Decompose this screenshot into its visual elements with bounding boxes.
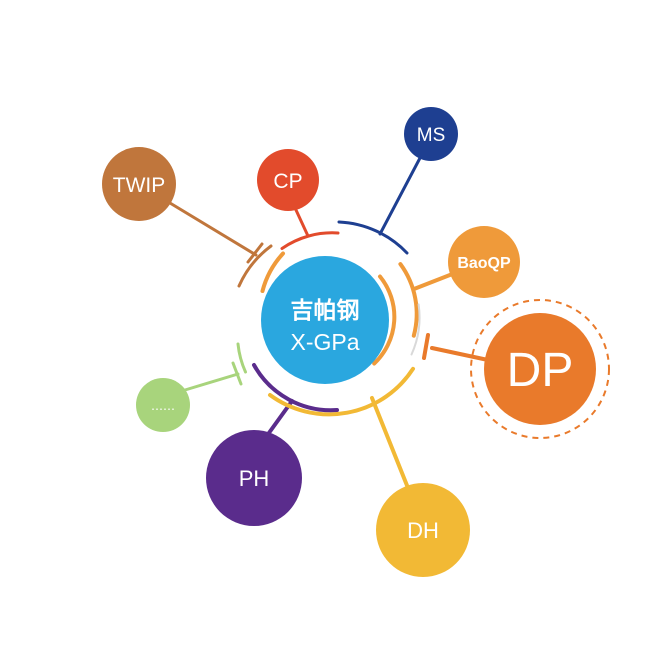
arc-orange-outer bbox=[398, 262, 419, 338]
node-dh: DH bbox=[376, 483, 470, 577]
dp-label: DP bbox=[507, 344, 574, 397]
center-node: 吉帕钢 X-GPa bbox=[261, 256, 389, 384]
arc-yellow bbox=[268, 366, 415, 417]
more-connector bbox=[183, 372, 240, 392]
baoqp-connector bbox=[412, 271, 457, 291]
cp-label: CP bbox=[273, 170, 302, 193]
dp-connector bbox=[430, 346, 490, 362]
center-subtitle: X-GPa bbox=[290, 329, 359, 355]
baoqp-label: BaoQP bbox=[457, 255, 511, 272]
twip-tick bbox=[246, 242, 264, 264]
node-twip: TWIP bbox=[102, 147, 176, 221]
center-arcs bbox=[236, 220, 421, 417]
node-ph: PH bbox=[206, 430, 302, 526]
cp-circle bbox=[257, 149, 319, 211]
twip-label: TWIP bbox=[113, 174, 166, 197]
node-cp: CP bbox=[257, 149, 319, 211]
arc-twip bbox=[237, 244, 273, 288]
center-title: 吉帕钢 bbox=[291, 297, 360, 324]
dp-circle bbox=[484, 313, 596, 425]
arc-blue bbox=[337, 220, 409, 255]
ph-label: PH bbox=[239, 466, 270, 491]
cp-connector bbox=[294, 208, 310, 238]
dp-tick bbox=[422, 333, 430, 360]
arc-orange-inner bbox=[372, 274, 397, 366]
dh-circle bbox=[376, 483, 470, 577]
arc-dp-gray bbox=[410, 303, 421, 356]
node-ms: MS bbox=[404, 107, 458, 161]
node-baoqp: BaoQP bbox=[448, 226, 520, 298]
twip-circle bbox=[102, 147, 176, 221]
ms-circle bbox=[404, 107, 458, 161]
node-more: …… bbox=[136, 378, 190, 432]
node-dp: DP bbox=[470, 299, 610, 439]
dh-connector bbox=[370, 396, 410, 490]
arc-red bbox=[280, 231, 340, 250]
ms-label: MS bbox=[417, 125, 446, 146]
arc-orange-left bbox=[260, 251, 285, 293]
twip-connector bbox=[163, 198, 258, 257]
ph-circle bbox=[206, 430, 302, 526]
dp-dashed-ring bbox=[470, 299, 610, 439]
arc-purple bbox=[252, 363, 339, 413]
baoqp-circle bbox=[448, 226, 520, 298]
more-tick bbox=[231, 361, 243, 386]
arc-green bbox=[236, 342, 247, 374]
center-circle bbox=[261, 256, 389, 384]
ms-connector bbox=[378, 156, 422, 236]
more-circle bbox=[136, 378, 190, 432]
more-label: …… bbox=[151, 399, 175, 413]
dh-label: DH bbox=[407, 518, 439, 543]
